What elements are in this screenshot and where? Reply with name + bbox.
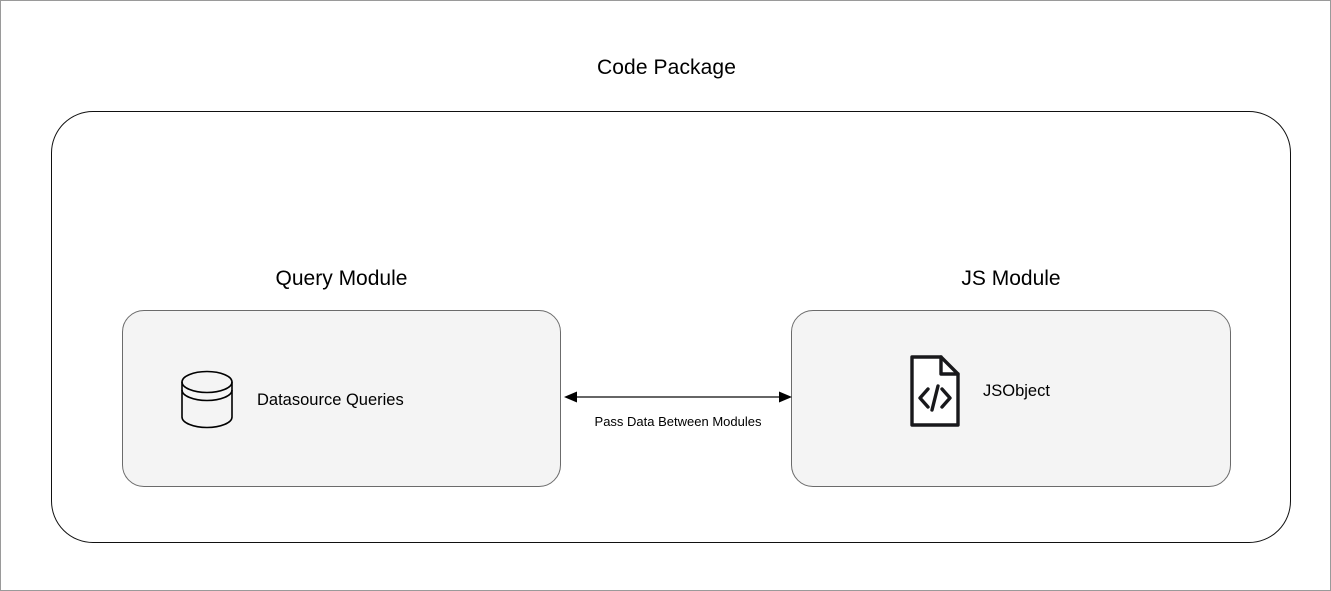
connector-label: Pass Data Between Modules	[594, 414, 762, 429]
database-icon	[181, 370, 233, 429]
arrow-head-left	[564, 391, 577, 403]
datasource-queries-item[interactable]: Datasource Queries	[179, 369, 404, 431]
arrow-head-right	[779, 391, 792, 403]
datasource-queries-label: Datasource Queries	[257, 390, 404, 409]
code-package-container	[51, 111, 1291, 543]
package-title: Code Package	[597, 56, 736, 79]
jsobject-label: JSObject	[983, 381, 1050, 400]
code-file-icon	[910, 355, 960, 427]
query-module-label: Query Module	[275, 267, 408, 290]
jsobject-item[interactable]: JSObject	[909, 354, 1050, 428]
pass-data-connector-arrow	[564, 391, 792, 403]
js-module-label: JS Module	[961, 267, 1061, 290]
js-module-box[interactable]	[791, 310, 1231, 487]
